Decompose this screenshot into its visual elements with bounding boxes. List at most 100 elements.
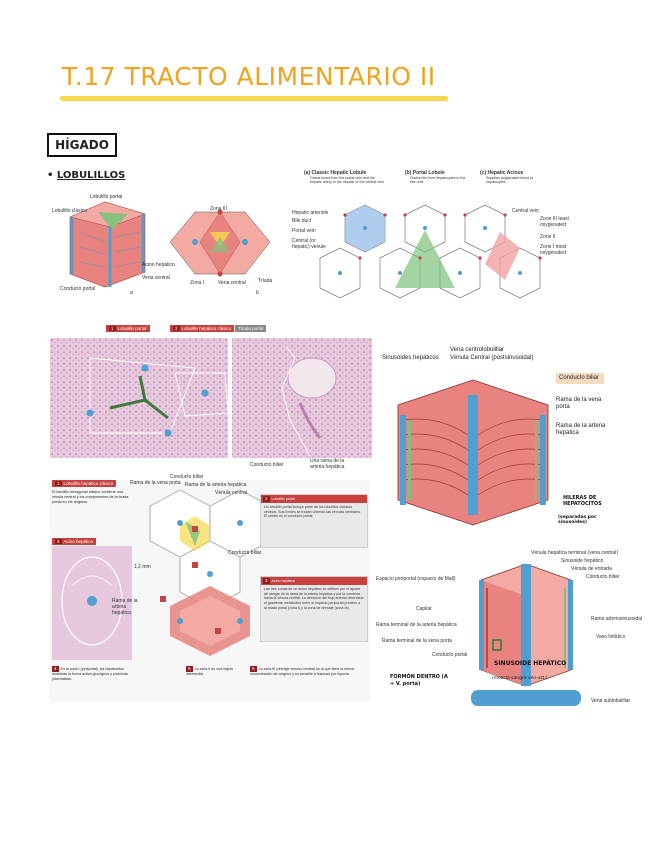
histology-tag-num-1: 2 (173, 326, 180, 331)
fig-b-left-3: Central (or hepatic) venule (292, 238, 326, 250)
fig-b-col-b-desc: Drains bile from hepatocytes to the bile… (410, 176, 466, 184)
histology-tag-text-0: Lobulillo portal (117, 326, 147, 331)
hand-note-formon: FORMÓN DENTRO (A + V. porta) (390, 674, 448, 687)
figure-lobule-3d: Lobulillo clásico Lobulillo portal Acino… (50, 192, 280, 298)
cutaway-right-3: Conducto biliar (586, 574, 620, 580)
cutaway-bottom: Vena sublobulillar (591, 698, 631, 704)
types-top-2: Rama de la arteria hepática (185, 482, 247, 488)
figure-lobule-schematic: (a) Classic Hepatic Lobule Drains blood … (290, 170, 575, 330)
label-rama-arteria: Rama de la arteria hepática (556, 423, 606, 437)
hand-note-separadas: (separadas por sinusoides) (558, 515, 597, 526)
histology-tag-text-1: Lobulillo hepático clásico (181, 326, 232, 331)
fig-b-right-1: Zone III least oxygenated (540, 216, 569, 228)
label-venula: Vénula Central (postsinusoidal) (450, 355, 534, 361)
title-highlight (60, 96, 448, 101)
types-mid-0: Conducto biliar (228, 550, 262, 556)
types-box3-text: Las tres zonas de un acino hepático se d… (264, 586, 364, 610)
cutaway-left-0: Espacio periportal (espacio de Mall) (376, 576, 456, 582)
fig-a-label-2: Acino hepático (142, 262, 175, 268)
types-tag-num-2: 3 (55, 539, 62, 544)
histology-svg (50, 338, 372, 458)
histology-bottom-1: Una rama de la arteria hepática (310, 458, 345, 470)
page-title: T.17 TRACTO ALIMENTARIO II (62, 62, 436, 91)
fig-b-right-3: Zone I most oxygenated (540, 244, 567, 256)
cutaway-left-1: Capilar (416, 606, 432, 612)
fig-a-label-0: Lobulillo clásico (52, 208, 88, 214)
figure-lobule-schematic-svg (319, 204, 542, 299)
fig-a-top: Zona III (210, 206, 227, 212)
acinus-histology-svg (52, 546, 132, 660)
label-vena-centro: Vena centrolobulillar (450, 347, 505, 353)
histology-tag-2: Tríada portal (235, 325, 267, 332)
types-top-1: Conducto biliar (170, 474, 204, 480)
fig-b-left-0: Hepatic arteriole (292, 210, 329, 216)
types-tag-num-0: 1 (55, 481, 62, 486)
types-note3-num: 6 (250, 666, 257, 672)
types-note1-text: En la zona I (periportal), los hepatocit… (52, 667, 128, 681)
types-tag-num-1: 2 (263, 496, 270, 502)
types-tag-text-2: Acino hepático (63, 539, 94, 544)
hand-note-sinusoide: SINUSOIDE HEPÁTICO (494, 660, 567, 667)
fig-a-label-12: Tríada (258, 278, 273, 284)
fig-b-left-2: Portal vein (292, 228, 316, 234)
types-box2-title: Lobulillo portal (271, 497, 295, 501)
fig-a-label-4: Conducto portal (60, 286, 96, 292)
types-tag-text-0: Lobulillo hepático clásico (63, 481, 114, 486)
fig-b-left-1: Bile duct (292, 218, 312, 224)
figure-lobule-cutaway: Vénula hepática terminal (vena central) … (376, 550, 646, 715)
fig-a-label-1: Lobulillo portal (90, 194, 123, 200)
fig-a-label-6: a (130, 290, 133, 296)
cutaway-left-3: Rama terminal de la vena porta (382, 638, 452, 644)
types-note1-num: 4 (52, 666, 59, 672)
histology-tag-num-0: 1 (109, 326, 116, 331)
fig-b-col-c-title: (c) Hepatic Acinus (480, 170, 524, 176)
fig-b-col-b-title: (b) Portal Lobule (405, 170, 445, 176)
hand-note-hileras: HILERAS DE HEPATOCITOS (563, 495, 602, 507)
cutaway-right-5: Vaso linfático (596, 634, 626, 640)
cutaway-right-4: Rama arteriosinusoidal (591, 616, 643, 622)
section-heading: HÍGADO (47, 133, 117, 157)
fig-a-label-7: Zona I (190, 280, 205, 286)
cutaway-right-2: Vénula de entrada (571, 566, 612, 572)
types-note2-num: 5 (186, 666, 193, 672)
types-top-3: Vénula central (215, 490, 247, 496)
fig-a-label-3: Vena central (142, 275, 170, 281)
figure-lobule-3d-svg (69, 201, 271, 288)
histology-bottom-0: Conducto biliar (250, 462, 284, 468)
label-sinusoides: Sinusoides hepáticos (382, 355, 439, 361)
types-note3-text: La zona III (drenaje venoso central) es … (250, 667, 355, 676)
fig-b-col-c-desc: Supplies oxygenated blood to hepatocytes (486, 176, 534, 184)
lobule-3d-svg (397, 379, 549, 526)
types-box3-title: Acino hepático (271, 579, 296, 583)
types-box1: El lobulillo hexagonal clásico contiene … (52, 490, 129, 504)
types-mid-2: Rama de la arteria hepática (112, 598, 138, 616)
figure-lobule-3d-labeled: Sinusoides hepáticos Vena centrolobulill… (378, 345, 618, 545)
fig-b-col-a-desc: Drains blood from the portal vein and th… (310, 176, 384, 184)
fig-a-label-10: Vena central (218, 280, 246, 286)
types-box2-text: Un lobulillo portal incluye parte de los… (264, 504, 361, 519)
fig-a-label-11: b (256, 290, 259, 296)
cutaway-right-0: Vénula hepática terminal (vena central) (531, 550, 618, 556)
bullet-label: LOBULILLOS (56, 170, 126, 181)
cutaway-svg (471, 563, 581, 706)
cutaway-left-2: Rama terminal de la arteria hepática (376, 622, 457, 628)
vessel-lines-left (79, 231, 141, 268)
types-note2-text: La zona II es una región intermedia. (186, 667, 234, 676)
cutaway-left-4: Conducto portal (432, 652, 468, 658)
fig-b-right-2: Zone II (540, 234, 556, 240)
types-top-0: Rama de la vena porta (130, 480, 181, 486)
hand-note-mezcla: (mezcla sangre ven-art.) (492, 676, 548, 681)
